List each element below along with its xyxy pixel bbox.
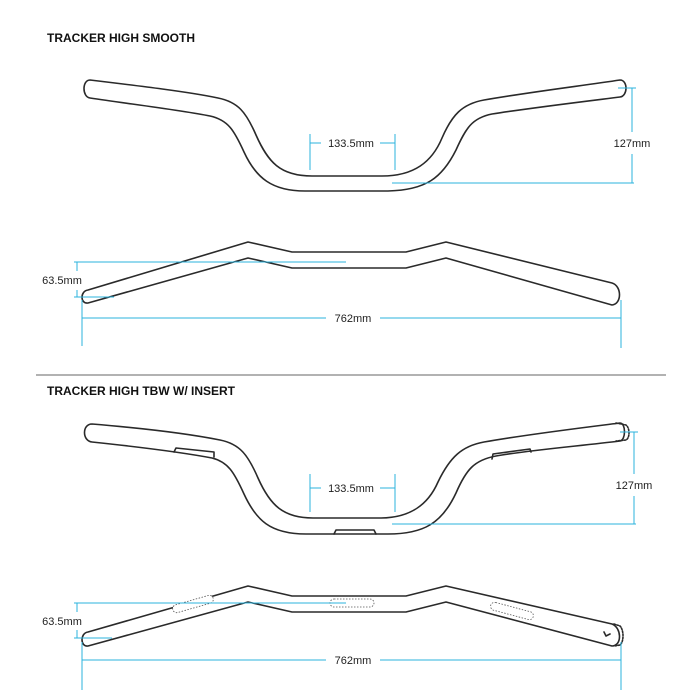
section-title: TRACKER HIGH TBW W/ INSERT — [47, 384, 236, 398]
bar-end-cap — [613, 623, 624, 647]
center-width-label: 133.5mm — [328, 483, 374, 495]
bar-end-notch — [603, 631, 611, 637]
rise-label: 127mm — [616, 480, 653, 492]
insert-notch-left — [173, 447, 215, 458]
width-label: 762mm — [335, 655, 372, 667]
handlebar-front-outline — [83, 79, 627, 192]
rise-label: 127mm — [614, 138, 651, 150]
top-view: 63.5mm 762mm — [42, 241, 622, 348]
insert-notch-right — [491, 448, 532, 460]
sweep-label: 63.5mm — [42, 275, 82, 287]
handlebar-front-outline — [83, 422, 626, 535]
section-title: TRACKER HIGH SMOOTH — [47, 31, 195, 45]
insert-cutout-left — [172, 594, 214, 614]
insert-cutout-right — [490, 601, 534, 621]
front-view: 133.5mm 127mm — [83, 422, 653, 535]
top-view: 63.5mm 762mm — [42, 585, 624, 690]
sweep-label: 63.5mm — [42, 616, 82, 628]
center-width-label: 133.5mm — [328, 138, 374, 150]
bar-end-cap — [615, 422, 630, 442]
section-tracker-high-smooth: TRACKER HIGH SMOOTH 133.5mm 127mm 63 — [42, 31, 650, 348]
width-label: 762mm — [335, 313, 372, 325]
handlebar-top-outline — [81, 241, 621, 306]
front-view: 133.5mm 127mm — [83, 79, 651, 192]
section-tracker-high-tbw-insert: TRACKER HIGH TBW W/ INSERT 133.5mm 127mm — [42, 384, 652, 690]
handlebar-top-outline — [81, 585, 621, 647]
insert-notch-center — [333, 529, 377, 535]
